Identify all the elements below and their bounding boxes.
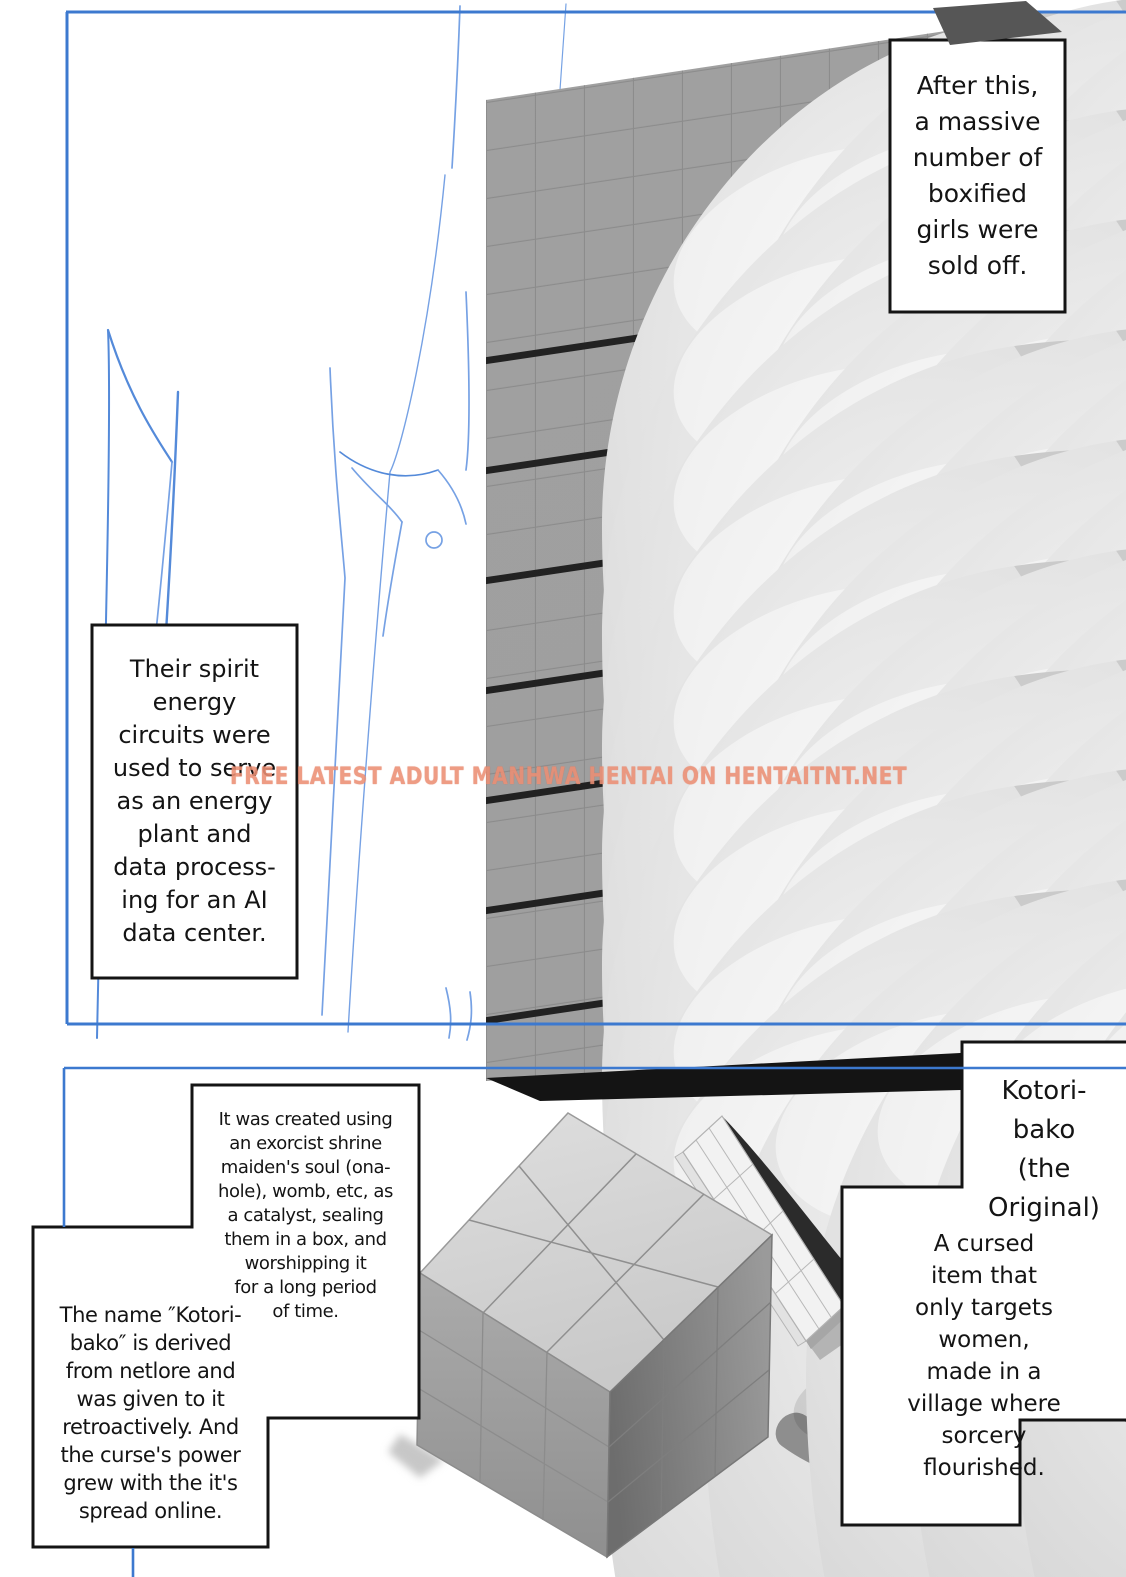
wall-bottom-shadow bbox=[486, 1052, 1016, 1101]
speech-box-outlines bbox=[31, 38, 1126, 1549]
site-watermark: FREE LATEST ADULT MANHWA HENTAI ON HENTA… bbox=[230, 762, 908, 790]
box-created-name-union bbox=[31, 1083, 421, 1549]
speech-box-created-using: It was created using an exorcist shrine … bbox=[218, 1109, 393, 1322]
speech-box-after-this: After this, a massive number of boxified… bbox=[912, 71, 1043, 280]
sketch-figure bbox=[96, 3, 567, 1041]
speech-box-cursed-item: A cursed item that only targets women, m… bbox=[907, 1231, 1061, 1481]
top-edge-head bbox=[933, 1, 1126, 1577]
box-spirit bbox=[90, 623, 299, 980]
speech-box-kotoribako-title: Kotori- bako (the Original) bbox=[988, 1076, 1100, 1223]
speech-box-spirit-energy: Their spirit energy circuits were used t… bbox=[112, 655, 277, 947]
box-after-this bbox=[888, 38, 1067, 314]
speech-box-kotoribako-name: The name ″Kotori- bako″ is derived from … bbox=[59, 1303, 242, 1523]
kotoribako-cube bbox=[388, 1112, 774, 1559]
box-kotori-cursed-union bbox=[840, 1040, 1126, 1527]
head-wall bbox=[486, 0, 1126, 1577]
